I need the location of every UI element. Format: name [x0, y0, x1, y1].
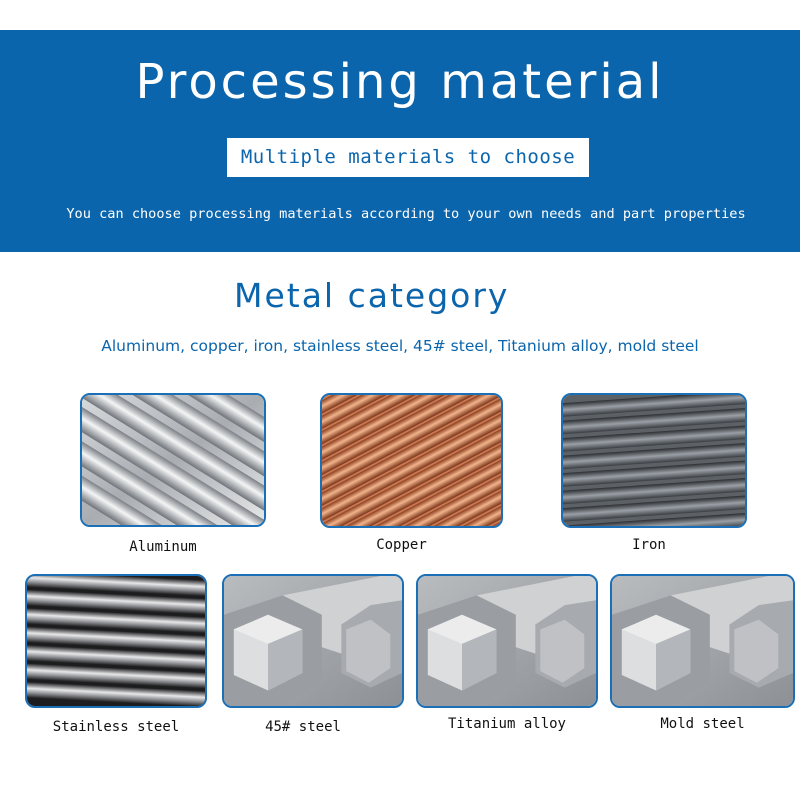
mold-steel-label: Mold steel: [660, 716, 745, 732]
hex-mold-steel-bars-image: [610, 574, 795, 708]
hex-steel-bars-image: [222, 574, 404, 708]
copper-rods-image: [320, 393, 503, 528]
copper-label: Copper: [376, 537, 427, 553]
aluminum-rods-image: [80, 393, 266, 527]
stainless-steel-label: Stainless steel: [52, 719, 180, 735]
45-steel-label: 45# steel: [265, 719, 341, 735]
section-title: Metal category: [234, 276, 510, 315]
titanium-alloy-label: Titanium alloy: [447, 716, 566, 732]
aluminum-label: Aluminum: [129, 539, 197, 555]
stainless-steel-rods-image: [25, 574, 207, 708]
description-text: You can choose processing materials acco…: [66, 206, 746, 222]
page-title: Processing material: [135, 54, 665, 110]
iron-bars-image: [561, 393, 747, 528]
hex-titanium-bars-image: [416, 574, 598, 708]
subtitle-box: Multiple materials to choose: [227, 138, 589, 177]
metal-list-text: Aluminum, copper, iron, stainless steel,…: [101, 337, 699, 355]
iron-label: Iron: [632, 537, 666, 553]
